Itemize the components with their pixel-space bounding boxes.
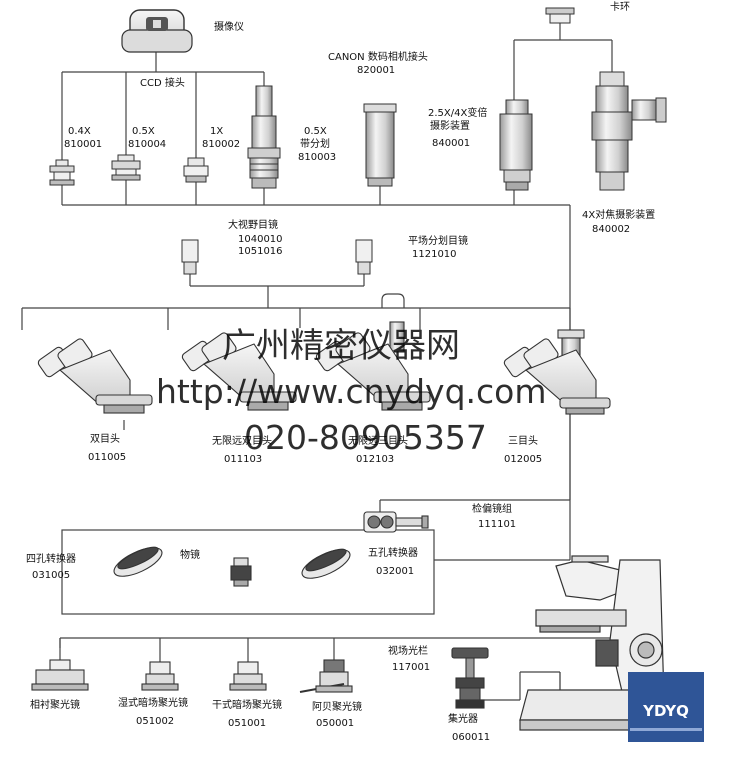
code-field-diaphragm: 117001 <box>392 662 431 673</box>
label-05x: 0.5X <box>132 126 155 137</box>
nosepiece-4-icon <box>113 546 163 577</box>
label-1x: 1X <box>210 126 224 137</box>
watermark-site-name: 广州精密仪器网 <box>222 326 460 366</box>
polarizer-icon <box>363 511 429 533</box>
code-infinity-binocular: 011103 <box>224 454 263 465</box>
code-wet-darkfield: 051002 <box>136 716 175 727</box>
code-04x: 810001 <box>64 139 103 150</box>
code-canon: 820001 <box>357 65 396 76</box>
label-nosepiece-4: 四孔转换器 <box>26 554 76 565</box>
wet-darkfield-condenser-icon <box>141 661 179 691</box>
ydyq-logo: YDYQ <box>628 672 704 742</box>
code-05x-reticle: 810003 <box>298 152 337 163</box>
code-nosepiece-4: 031005 <box>32 570 71 581</box>
code-dry-darkfield: 051001 <box>228 718 267 729</box>
infinity-binocular-head-icon <box>181 332 297 411</box>
code-reticle-eyepiece: 1121010 <box>412 249 457 260</box>
label-04x: 0.4X <box>68 126 91 137</box>
label-abbe: 阿贝聚光镜 <box>312 702 362 713</box>
code-zoom: 840001 <box>432 138 471 149</box>
label-reticle-eyepiece: 平场分划目镜 <box>408 236 468 247</box>
code-abbe: 050001 <box>316 718 355 729</box>
label-collector: 集光器 <box>448 714 478 725</box>
label-polarizer: 检偏镜组 <box>472 504 512 515</box>
label-nosepiece-5: 五孔转换器 <box>368 548 418 559</box>
abbe-condenser-icon <box>299 659 353 693</box>
canon-adapter-icon <box>363 103 397 187</box>
nosepiece-5-icon <box>301 548 351 579</box>
collector-lens-icon <box>451 647 489 709</box>
label-zoom: 2.5X/4X变倍 <box>428 108 488 119</box>
objective-icon <box>230 557 252 587</box>
zoom-photo-adapter-icon <box>499 99 533 191</box>
code-collector: 060011 <box>452 732 491 743</box>
label-trinocular-head: 三目头 <box>508 436 538 447</box>
logo-underline <box>630 728 702 731</box>
code-wide-2: 1051016 <box>238 246 283 257</box>
ring-adapter-icon <box>545 7 575 24</box>
label-dry-darkfield: 干式暗场聚光镜 <box>212 700 282 711</box>
watermark-url: http://www.cnydyq.com <box>156 372 547 411</box>
label-05x-reticle: 0.5X <box>304 126 327 137</box>
reticle-eyepiece-icon <box>355 239 373 275</box>
label-wide-eyepiece: 大视野目镜 <box>228 220 278 231</box>
label-binocular-head: 双目头 <box>90 434 120 445</box>
infinity-trinocular-head-icon <box>315 321 431 411</box>
code-nosepiece-5: 032001 <box>376 566 415 577</box>
label-ccd: CCD 接头 <box>140 78 185 89</box>
code-1x: 810002 <box>202 139 241 150</box>
code-binocular-head: 011005 <box>88 452 127 463</box>
ccd-adapter-05x-icon <box>111 154 141 181</box>
label-zoom-2: 摄影装置 <box>430 121 470 132</box>
ccd-adapter-04x-icon <box>49 159 75 186</box>
phase-condenser-icon <box>31 659 89 691</box>
wide-field-eyepiece-icon <box>181 239 199 275</box>
label-ring: 卡环 <box>610 2 630 13</box>
code-05x: 810004 <box>128 139 167 150</box>
label-phase-condenser: 相衬聚光镜 <box>30 700 80 711</box>
code-focus-4x: 840002 <box>592 224 631 235</box>
ccd-adapter-1x-icon <box>183 157 209 183</box>
label-05x-reticle-2: 带分划 <box>300 139 330 150</box>
label-field-diaphragm: 视场光栏 <box>388 646 428 657</box>
label-wet-darkfield: 湿式暗场聚光镜 <box>118 698 188 709</box>
ccd-adapter-05x-reticle-icon <box>247 85 281 189</box>
label-infinity-binocular: 无限远双目头 <box>212 436 272 447</box>
label-infinity-trinocular: 无限远三目头 <box>348 436 408 447</box>
label-objective: 物镜 <box>180 550 200 561</box>
trinocular-head-icon <box>503 329 611 415</box>
code-wide-1: 1040010 <box>238 234 283 245</box>
camera-icon <box>121 9 193 53</box>
watermark-phone: 020-80905357 <box>244 418 487 457</box>
dry-darkfield-condenser-icon <box>229 661 267 691</box>
focusing-photo-adapter-icon <box>591 71 667 191</box>
code-polarizer: 111101 <box>478 519 517 530</box>
code-trinocular-head: 012005 <box>504 454 543 465</box>
microscope-stand-icon <box>519 555 665 731</box>
label-canon: CANON 数码相机接头 <box>328 52 428 63</box>
code-infinity-trinocular: 012103 <box>356 454 395 465</box>
label-focus-4x: 4X对焦摄影装置 <box>582 210 656 221</box>
binocular-head-icon <box>37 338 153 414</box>
label-camera: 摄像仪 <box>214 22 244 33</box>
logo-text: YDYQ <box>643 702 689 720</box>
